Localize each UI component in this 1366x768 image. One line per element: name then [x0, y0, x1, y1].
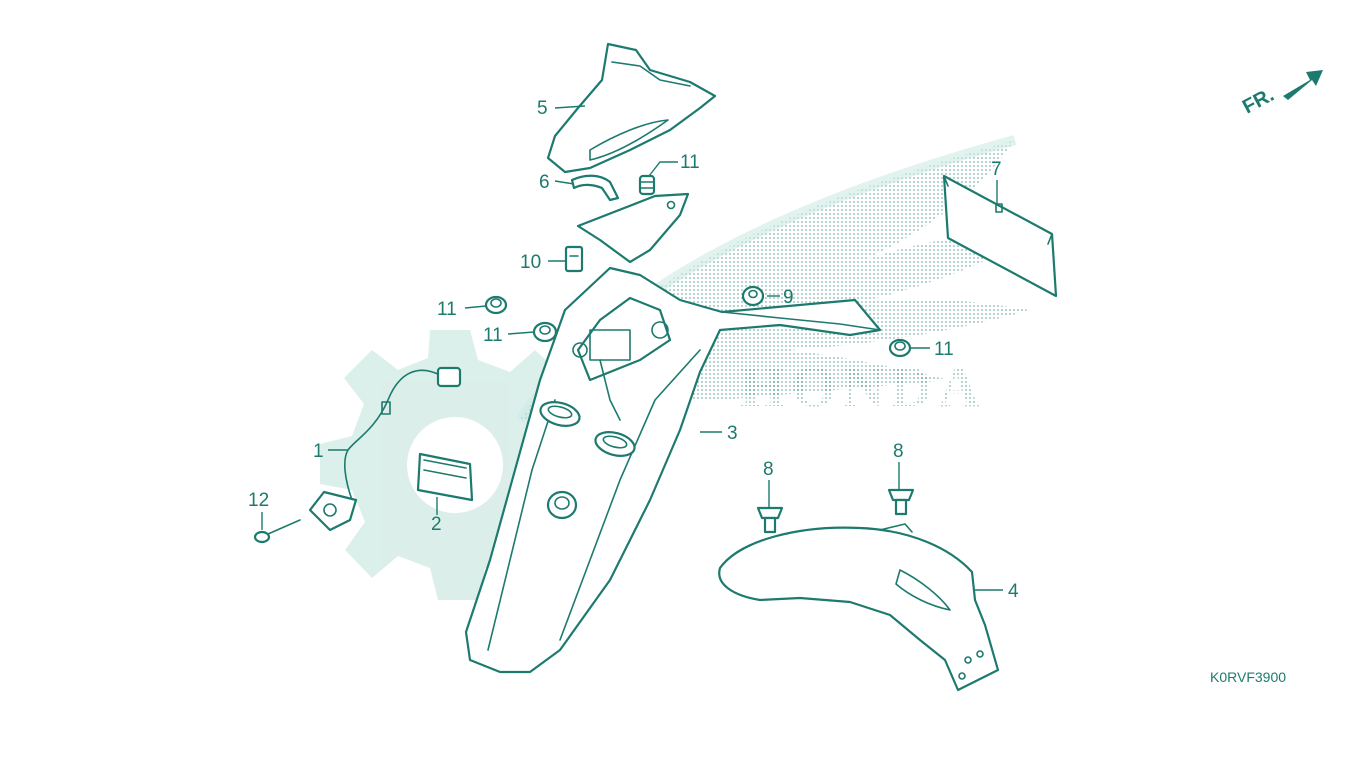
part-11-collar-left-lower: [532, 321, 558, 343]
part-9-grommet: [741, 285, 765, 307]
callout-11-right: 11: [934, 339, 954, 360]
part-6-strip: [570, 174, 620, 202]
callout-11-top: 11: [680, 152, 700, 173]
callout-10: 10: [520, 252, 541, 273]
part-11-collar-left-upper: [484, 295, 508, 315]
leader-lines: [261, 105, 1003, 591]
callout-1: 1: [313, 441, 324, 462]
callout-7: 7: [991, 159, 1002, 180]
part-8-bolt-left: [756, 506, 784, 534]
part-1-license-light-harness: [308, 366, 462, 532]
callout-4: 4: [1008, 581, 1019, 602]
drawing-code: K0RVF3900: [1210, 669, 1286, 685]
callout-11-left-lower: 11: [483, 325, 503, 346]
direction-indicator: FR.: [1239, 70, 1323, 118]
callout-5: 5: [537, 98, 548, 119]
callout-3: 3: [727, 423, 738, 444]
part-11-bolt-top: [638, 174, 656, 196]
part-12-screw: [253, 519, 301, 544]
part-7-license-plate: [942, 174, 1058, 298]
callout-6: 6: [539, 172, 550, 193]
arrow-up-right-icon: [1283, 70, 1323, 100]
callout-8-right: 8: [893, 441, 904, 462]
callout-11-left-upper: 11: [437, 299, 457, 320]
callout-2: 2: [431, 514, 442, 535]
part-5-fender-cover: [546, 42, 717, 174]
callout-12: 12: [248, 490, 269, 511]
watermark-brand: HONDA: [740, 354, 986, 419]
part-3-rear-fender: [464, 266, 882, 674]
part-11-collar-right: [888, 338, 912, 358]
part-10-clip: [564, 245, 584, 273]
stay-bracket: [576, 192, 690, 264]
callouts: 5 6 11 10 11 11 9 11 7 3 1 2 12 8 8 4: [248, 98, 1019, 602]
callout-9: 9: [783, 287, 794, 308]
callout-8-left: 8: [763, 459, 774, 480]
part-2-reflector: [416, 452, 474, 502]
part-4-inner-fender: [718, 523, 1000, 692]
part-8-bolt-right: [887, 488, 915, 516]
direction-label: FR.: [1239, 84, 1278, 119]
